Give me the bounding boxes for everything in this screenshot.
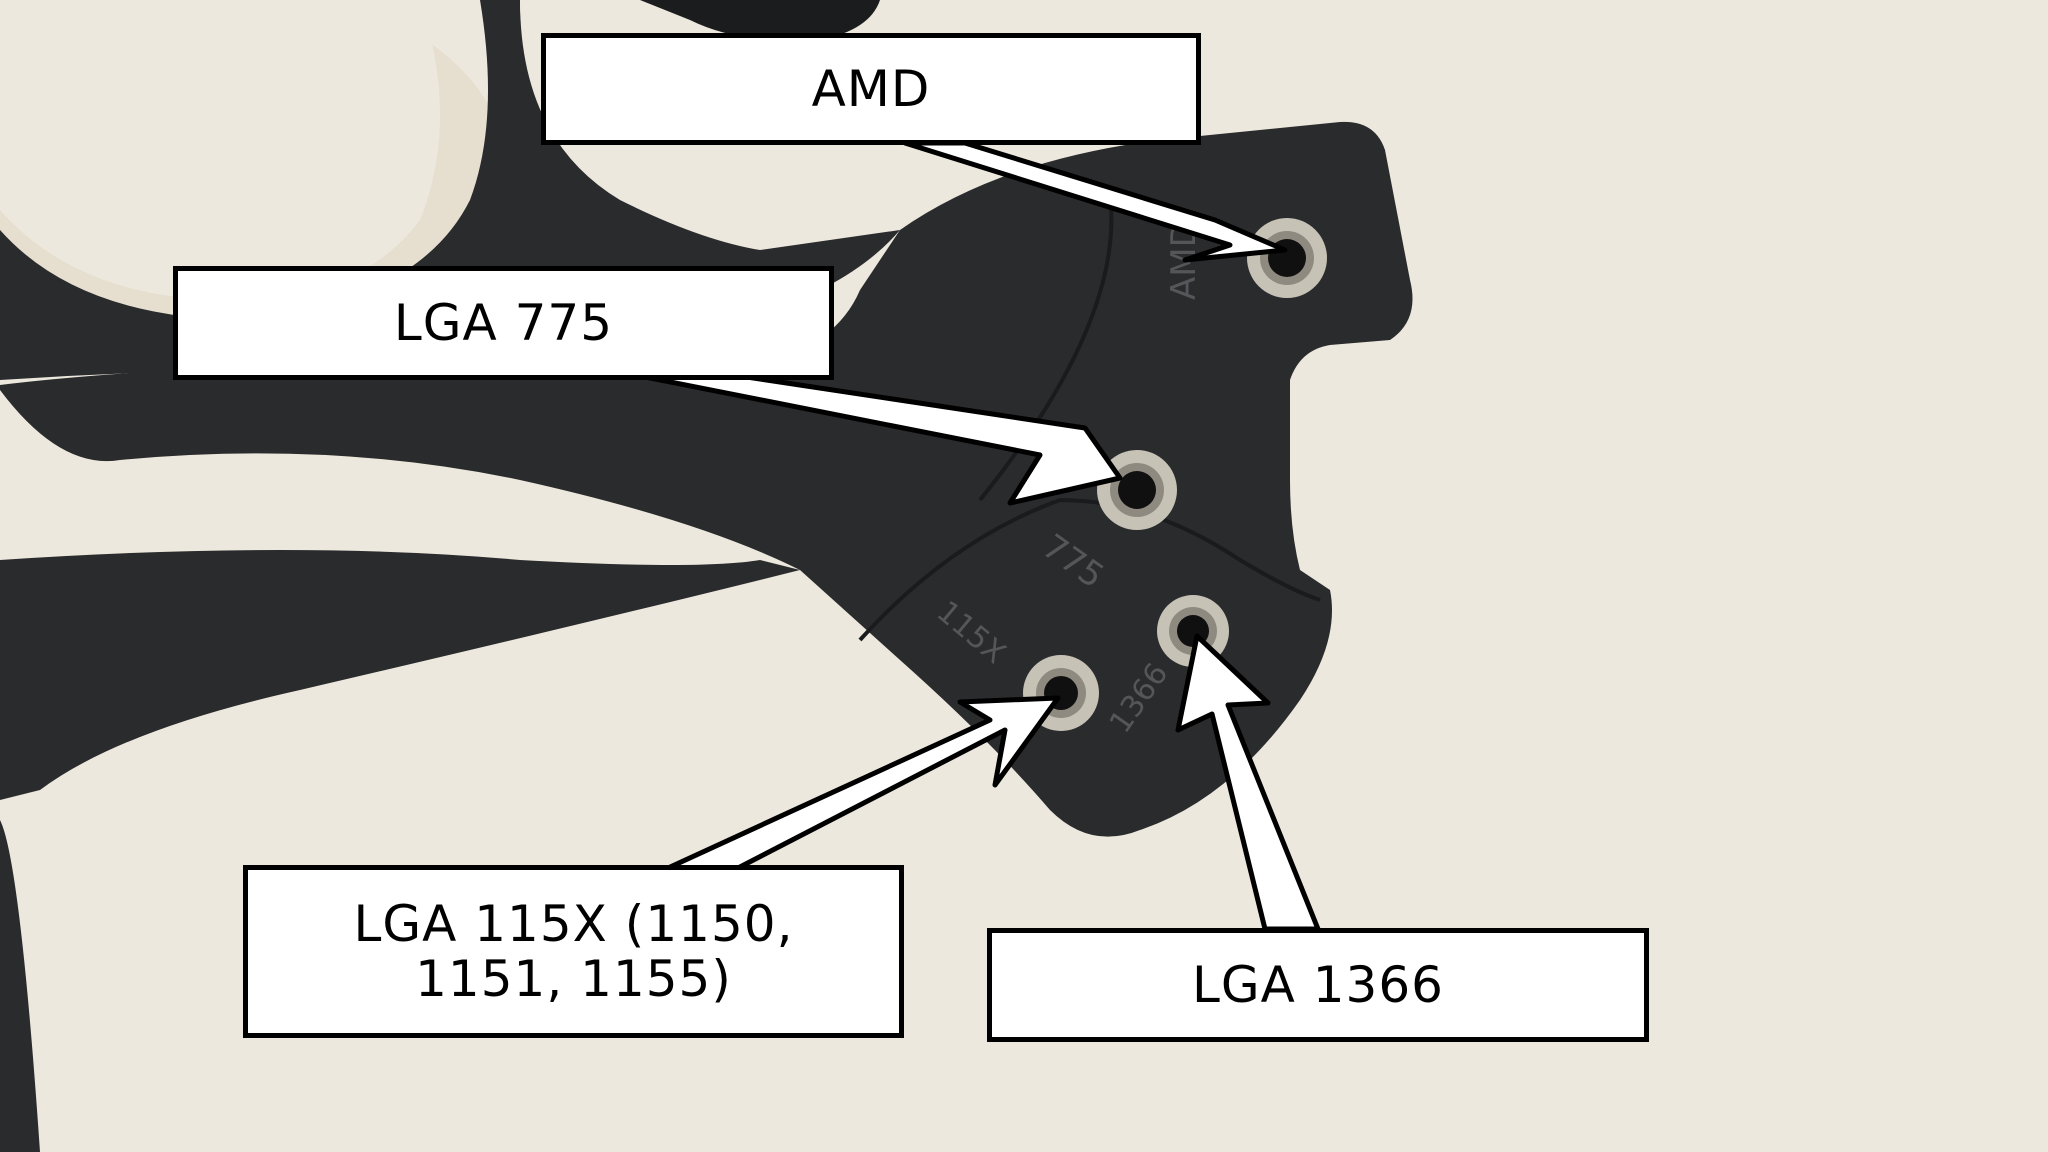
fan-edge [640, 0, 880, 41]
callout-lga1366-label: LGA 1366 [1192, 955, 1444, 1014]
bracket-cutout [0, 0, 440, 300]
plate-seam-upper [978, 194, 1114, 502]
callout-lga775: LGA 775 [173, 266, 834, 380]
callout-lga115x: LGA 115X (1150, 1151, 1155) [243, 865, 904, 1038]
callout-lga115x-label: LGA 115X (1150, 1151, 1155) [353, 894, 794, 1008]
hole-amd [1247, 218, 1327, 298]
callout-lga775-label: LGA 775 [393, 293, 614, 352]
callout-lga1366: LGA 1366 [987, 928, 1649, 1042]
bracket-arm [0, 550, 800, 800]
callout-amd-label: AMD [811, 59, 931, 118]
pointer-lga115x [665, 695, 1061, 871]
callout-amd: AMD [541, 33, 1201, 145]
pointer-lga1366 [1175, 633, 1321, 932]
